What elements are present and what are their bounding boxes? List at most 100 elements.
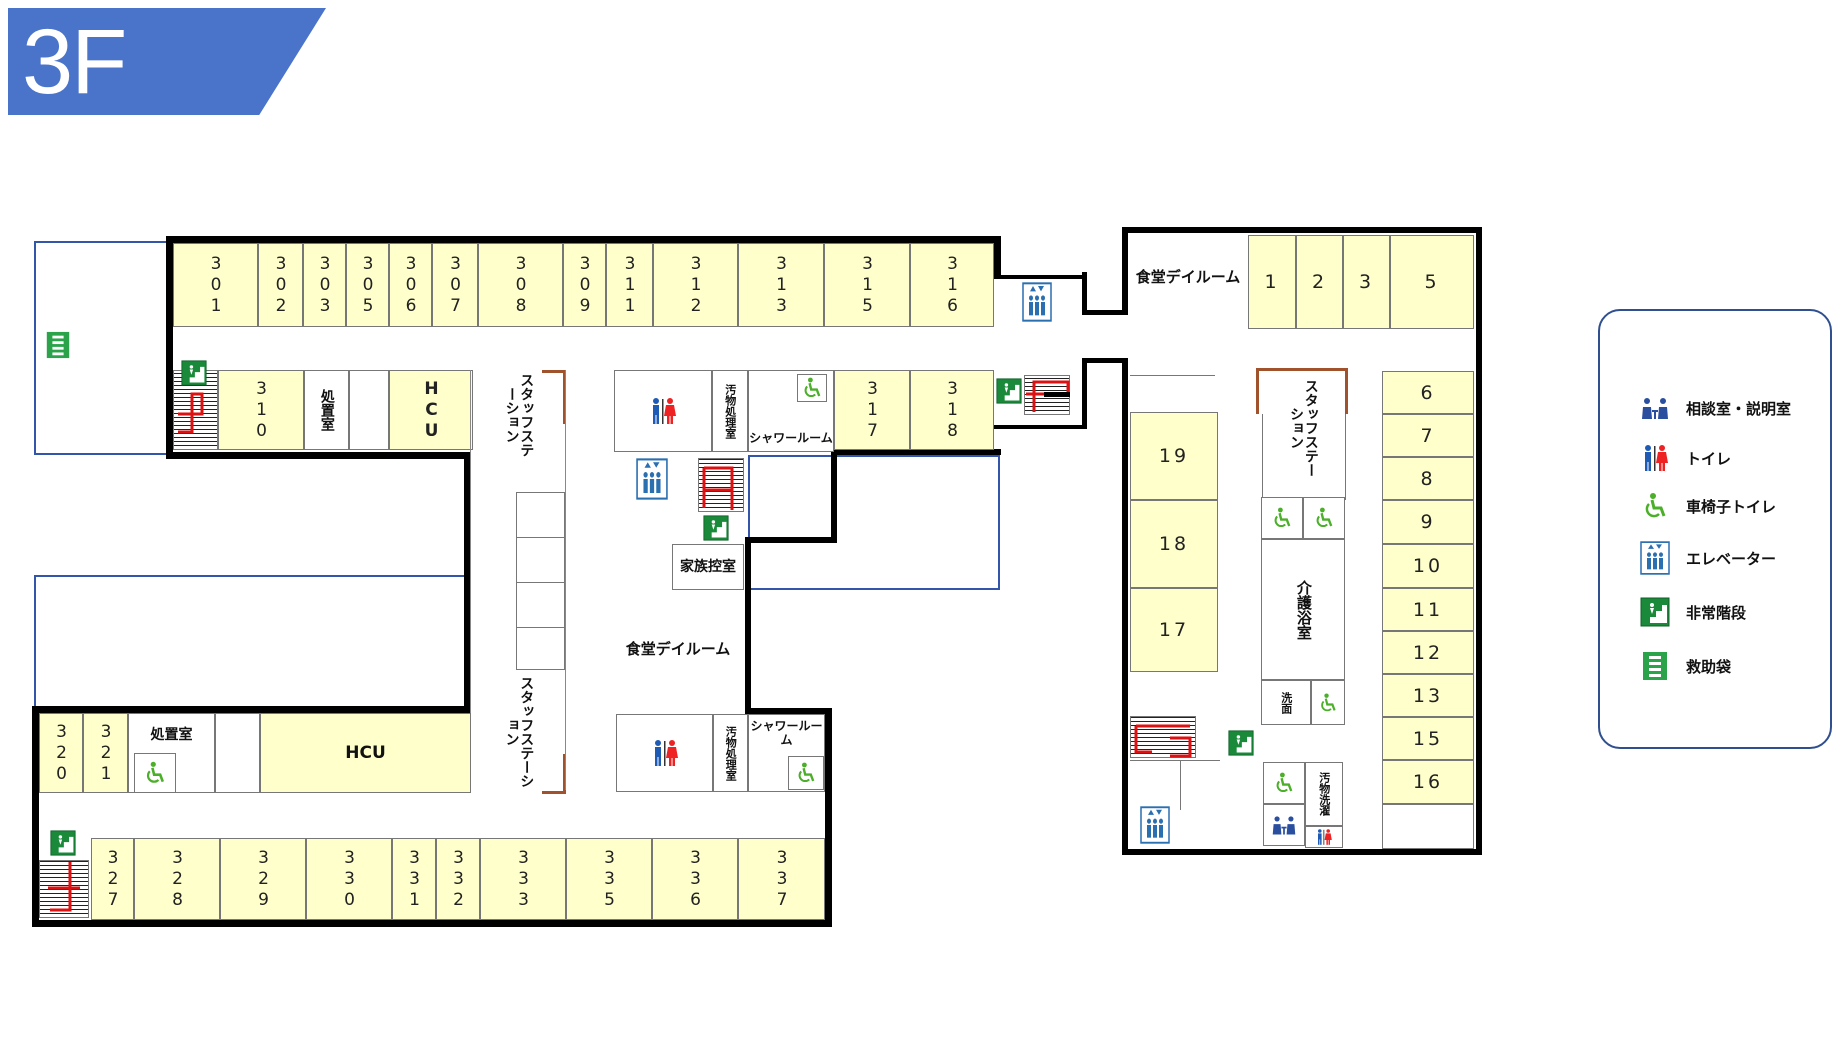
room-335[interactable]: 335: [566, 838, 652, 920]
room-17[interactable]: 17: [1130, 588, 1218, 672]
room-333[interactable]: 333: [480, 838, 566, 920]
dirty-room-upper[interactable]: 汚物処理室: [712, 370, 748, 452]
room-321[interactable]: 321: [83, 713, 128, 793]
room-305[interactable]: 305: [346, 243, 389, 327]
dirty-wash-room[interactable]: 汚物洗濯: [1305, 762, 1343, 826]
room-2[interactable]: 2: [1296, 235, 1343, 329]
room-8[interactable]: 8: [1382, 457, 1474, 500]
room-337[interactable]: 337: [738, 838, 825, 920]
room-number: 310: [251, 378, 272, 442]
room-303[interactable]: 303: [303, 243, 346, 327]
elevator-icon[interactable]: [1140, 806, 1170, 844]
wheelchair-toilet[interactable]: [1311, 680, 1345, 725]
toilet-lower[interactable]: [616, 714, 713, 792]
room-310[interactable]: 310: [218, 370, 304, 450]
room-15[interactable]: 15: [1382, 717, 1474, 760]
room-7[interactable]: 7: [1382, 414, 1474, 457]
shower-room-upper[interactable]: シャワールーム: [748, 370, 834, 452]
room-number: 311: [620, 253, 640, 317]
room-318[interactable]: 318: [910, 370, 994, 450]
emergency-stairs-icon[interactable]: [50, 830, 76, 856]
care-bathroom[interactable]: 介護浴室: [1261, 539, 1345, 680]
family-waiting-room[interactable]: 家族控室: [672, 544, 744, 590]
room-330[interactable]: 330: [306, 838, 392, 920]
wheelchair-toilet-icon: [134, 753, 176, 793]
room-315[interactable]: 315: [824, 243, 910, 327]
wheelchair-toilet[interactable]: [1263, 762, 1305, 804]
room-10[interactable]: 10: [1382, 544, 1474, 588]
staff-station-upper[interactable]: スタッフステーション: [473, 370, 564, 460]
room-6[interactable]: 6: [1382, 371, 1474, 414]
room-308[interactable]: 308: [478, 243, 563, 327]
room-number: 11: [1412, 598, 1444, 621]
storage: [349, 370, 389, 450]
room-327[interactable]: 327: [91, 838, 134, 920]
room-320[interactable]: 320: [39, 713, 83, 793]
room-1[interactable]: 1: [1248, 235, 1296, 329]
wheelchair-toilet-icon: [1640, 491, 1670, 521]
room-332[interactable]: 332: [436, 838, 480, 920]
room-307[interactable]: 307: [432, 243, 478, 327]
room-11[interactable]: 11: [1382, 588, 1474, 631]
room-328[interactable]: 328: [134, 838, 220, 920]
room-number: 6: [1420, 381, 1436, 404]
room-309[interactable]: 309: [563, 243, 606, 327]
room-number: 5: [1424, 271, 1440, 293]
wheelchair-toilet[interactable]: [1261, 497, 1303, 539]
legend-label: トイレ: [1686, 449, 1732, 468]
room-312[interactable]: 312: [653, 243, 738, 327]
room-13[interactable]: 13: [1382, 674, 1474, 717]
consultation-room[interactable]: [1263, 804, 1305, 846]
room-number: 317: [862, 378, 883, 442]
toilet-upper[interactable]: [614, 370, 712, 452]
room-number: 318: [942, 378, 963, 442]
room-number: 15: [1412, 727, 1444, 750]
hcu-lower[interactable]: HCU: [260, 713, 471, 793]
emergency-stairs-icon[interactable]: [703, 515, 729, 541]
room-9[interactable]: 9: [1382, 500, 1474, 544]
room-label: 家族控室: [680, 559, 736, 575]
room-301[interactable]: 301: [173, 243, 258, 327]
room-18[interactable]: 18: [1130, 500, 1218, 588]
treatment-room-upper[interactable]: 処置室: [304, 370, 349, 450]
room-306[interactable]: 306: [389, 243, 432, 327]
toilet-icon: [647, 738, 683, 768]
wall: [994, 236, 1001, 276]
room-336[interactable]: 336: [652, 838, 738, 920]
room-label: 介護浴室: [1294, 579, 1313, 640]
room-311[interactable]: 311: [606, 243, 653, 327]
dining-dayroom-right[interactable]: 食堂デイルーム: [1128, 233, 1248, 321]
hcu-upper[interactable]: HCU: [389, 370, 473, 450]
room-302[interactable]: 302: [258, 243, 303, 327]
emergency-stairs-icon[interactable]: [181, 360, 207, 386]
washroom[interactable]: 洗面: [1261, 680, 1311, 725]
room-label: 処置室: [150, 727, 193, 743]
staff-station-right[interactable]: スタッフステーション: [1262, 378, 1344, 478]
room-5[interactable]: 5: [1390, 235, 1474, 329]
elevator-icon[interactable]: [636, 458, 668, 500]
legend-label: 車椅子トイレ: [1686, 497, 1777, 516]
emergency-stairs-icon[interactable]: [1228, 730, 1254, 756]
dining-dayroom-center[interactable]: 食堂デイルーム: [625, 640, 731, 658]
room-329[interactable]: 329: [220, 838, 306, 920]
room-number: 10: [1412, 555, 1444, 577]
room-317[interactable]: 317: [834, 370, 910, 450]
wall: [464, 452, 471, 712]
wheelchair-toilet[interactable]: [1303, 497, 1345, 539]
room-16[interactable]: 16: [1382, 760, 1474, 804]
staff-station-lower[interactable]: スタッフステーション: [473, 672, 564, 792]
elevator-icon[interactable]: [1022, 282, 1052, 322]
room-3[interactable]: 3: [1343, 235, 1390, 329]
room-331[interactable]: 331: [392, 838, 436, 920]
room-12[interactable]: 12: [1382, 631, 1474, 674]
room-316[interactable]: 316: [910, 243, 994, 327]
room-313[interactable]: 313: [738, 243, 824, 327]
dirty-room-lower[interactable]: 汚物処理室: [713, 714, 748, 792]
toilet-icon: [645, 396, 681, 426]
storage: [1382, 804, 1474, 849]
corridor-line: [1130, 760, 1220, 761]
room-label: 汚物洗濯: [1317, 772, 1331, 816]
room-19[interactable]: 19: [1130, 412, 1218, 500]
toilet-small[interactable]: [1305, 826, 1343, 848]
emergency-stairs-icon[interactable]: [996, 378, 1022, 404]
